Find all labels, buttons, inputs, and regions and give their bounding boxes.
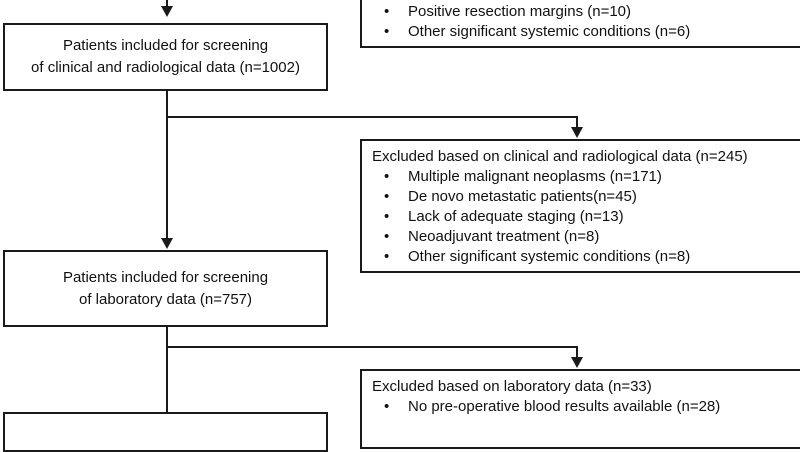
branch-line-laboratory [167,346,578,348]
branch-line-clinical [167,116,578,118]
exclusion-item: •No pre-operative blood results availabl… [384,398,721,415]
step-text-line-1: Patients included for screening [62,37,269,54]
exclusion-box-top: •Positive resection margins (n=10) •Othe… [360,0,800,48]
step-text-line-1: Patients included for screening [62,268,269,286]
exclusion-box-clinical: Excluded based on clinical and radiologi… [360,139,800,273]
exclusion-list-clinical: •Multiple malignant neoplasms (n=171) •D… [372,167,800,267]
bullet-icon: • [384,228,390,245]
exclusion-item: •Neoadjuvant treatment (n=8) [384,228,600,245]
main-connector-line-1 [166,90,168,240]
step-box-laboratory-screening: Patients included for screening of labor… [3,250,328,327]
branch-drop-clinical [576,116,578,129]
exclusion-item: •Lack of adequate staging (n=13) [384,208,624,225]
branch-arrowhead-clinical [571,127,583,138]
step-text-line-2: of clinical and radiological data (n=100… [31,59,300,76]
top-connector-line [166,0,168,8]
bullet-icon: • [384,208,390,225]
main-connector-arrowhead-1 [161,238,173,249]
bullet-icon: • [384,168,390,185]
exclusion-list-top: •Positive resection margins (n=10) •Othe… [372,2,800,42]
top-connector-arrowhead [161,6,173,17]
bullet-icon: • [384,248,390,265]
exclusion-item: •Other significant systemic conditions (… [384,23,691,40]
exclusion-item: •Positive resection margins (n=10) [384,3,632,20]
step-box-next [3,412,328,452]
exclusion-list-laboratory: •No pre-operative blood results availabl… [372,397,800,417]
bullet-icon: • [384,23,390,40]
main-connector-line-2 [166,326,168,419]
step-text-line-2: of laboratory data (n=757) [78,290,253,308]
branch-arrowhead-laboratory [571,357,583,368]
bullet-icon: • [384,3,390,20]
exclusion-item: •Multiple malignant neoplasms (n=171) [384,168,662,185]
bullet-icon: • [384,398,390,415]
bullet-icon: • [384,188,390,205]
branch-drop-laboratory [576,346,578,359]
exclusion-item: •De novo metastatic patients(n=45) [384,188,637,205]
exclusion-box-laboratory: Excluded based on laboratory data (n=33)… [360,369,800,449]
exclusion-item: •Other significant systemic conditions (… [384,248,691,265]
exclusion-heading: Excluded based on laboratory data (n=33) [372,378,652,395]
exclusion-heading: Excluded based on clinical and radiologi… [372,148,748,165]
step-box-clinical-screening: Patients included for screening of clini… [3,23,328,91]
